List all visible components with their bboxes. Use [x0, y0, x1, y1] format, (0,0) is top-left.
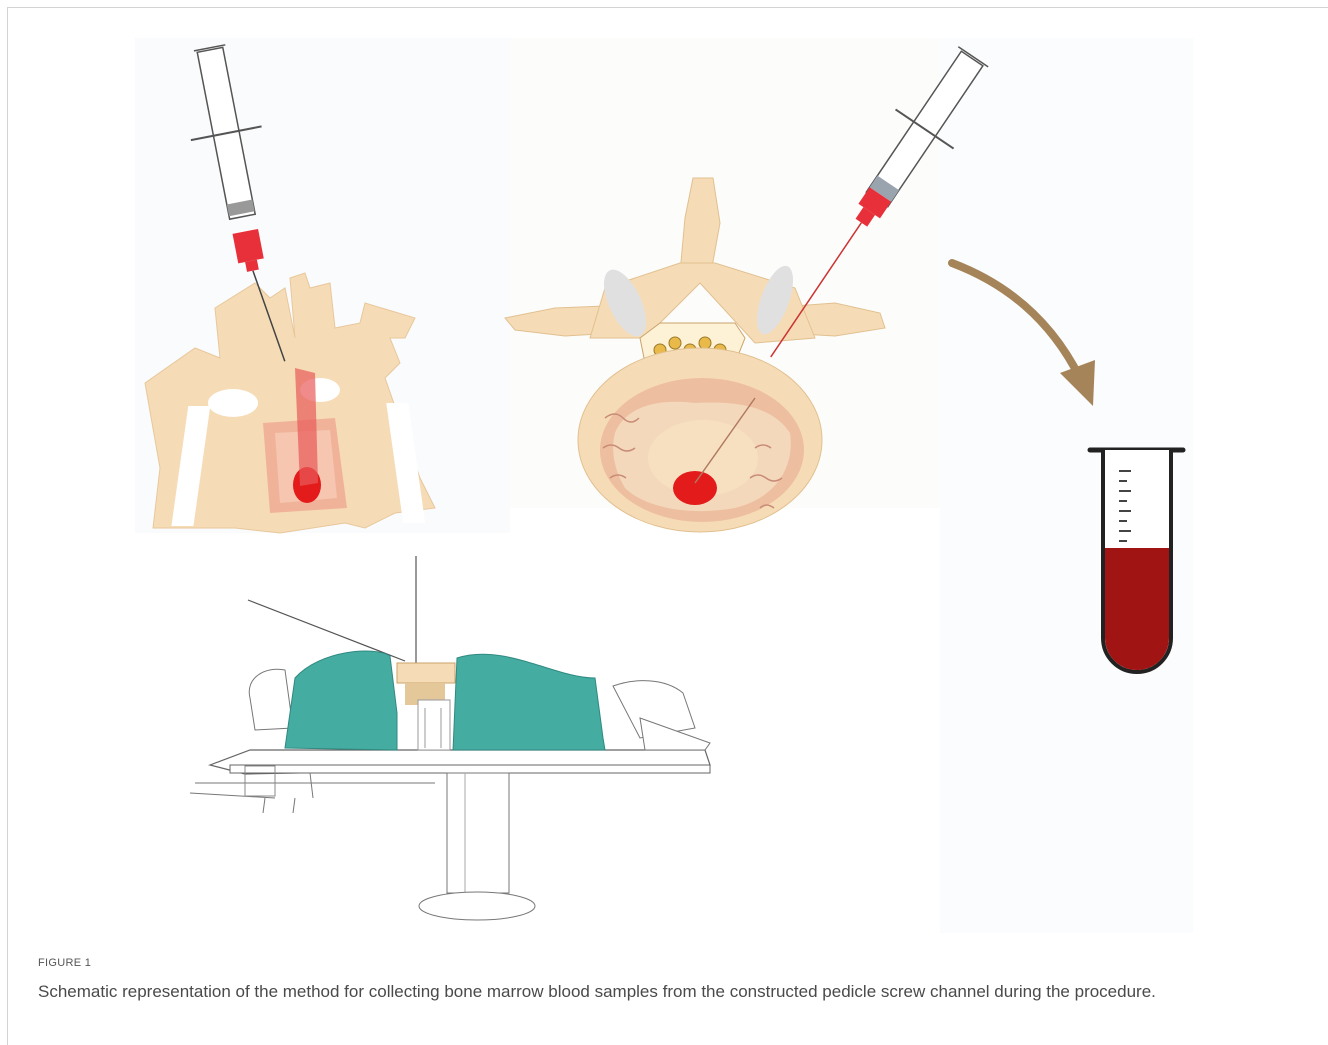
figure-illustration — [135, 38, 1193, 933]
test-tube-icon — [1090, 450, 1183, 672]
figure-caption: Schematic representation of the method f… — [38, 980, 1268, 1004]
patient-on-operating-table — [190, 556, 710, 920]
figure-label: FIGURE 1 — [38, 957, 91, 969]
